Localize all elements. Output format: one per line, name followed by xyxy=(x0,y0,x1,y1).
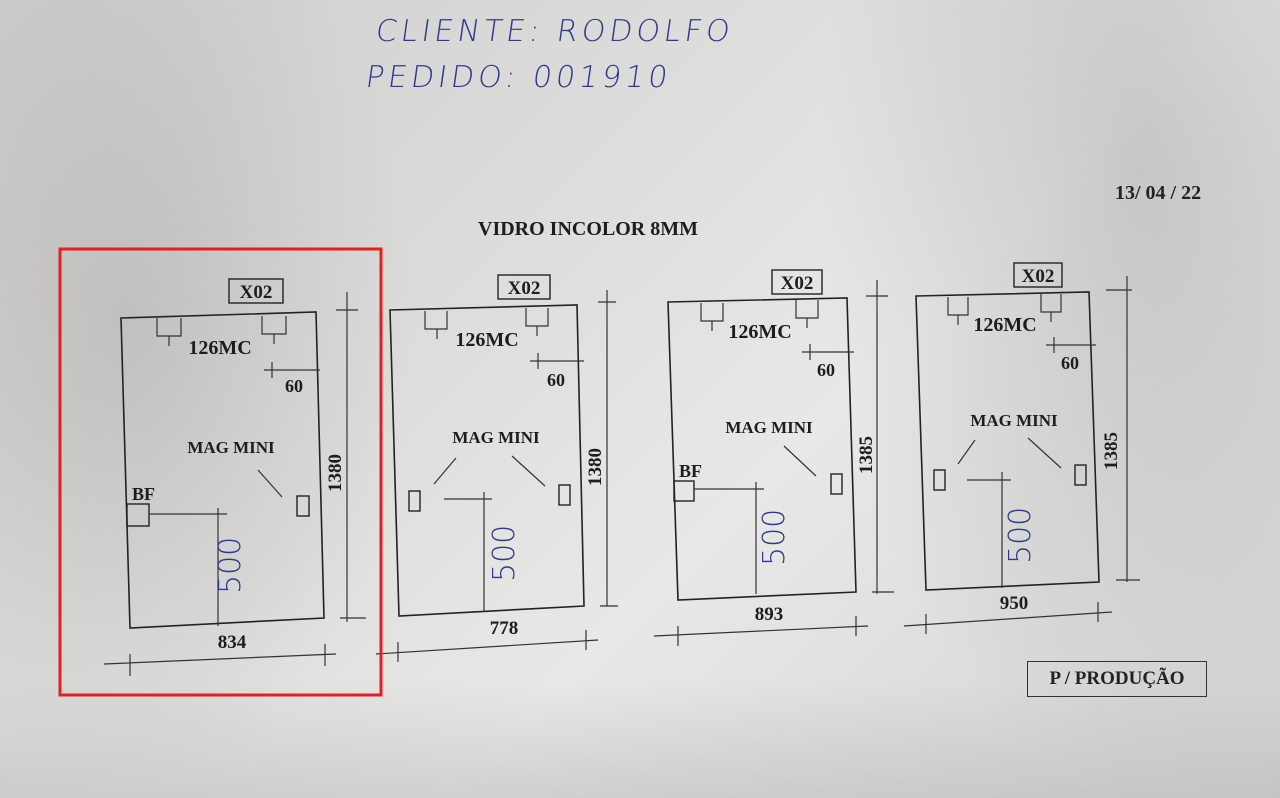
partition-lines xyxy=(444,492,492,612)
partition-lines xyxy=(149,508,227,626)
side-box xyxy=(126,503,150,527)
panel-code: X02 xyxy=(781,273,814,294)
width-label: 778 xyxy=(490,618,519,639)
inner-height-handwritten: 500 xyxy=(213,537,248,594)
offset-label: 60 xyxy=(1061,353,1079,373)
width-dimension-line xyxy=(653,616,869,646)
inner-height-handwritten: 500 xyxy=(757,509,792,566)
panel-drawing-3[interactable]: X02 126MC 60 MAG MINI BF 500 1385 893 xyxy=(653,269,894,646)
hinge-icon xyxy=(700,303,724,331)
panel-code: X02 xyxy=(240,282,273,303)
code-box xyxy=(771,269,823,295)
panel-drawing-2[interactable]: X02 126MC 60 MAG MINI 500 1380 778 xyxy=(375,274,618,662)
offset-marker xyxy=(264,362,320,378)
hinge-icon xyxy=(1040,294,1062,322)
lock-icon xyxy=(830,473,843,495)
code-box xyxy=(1013,262,1063,288)
width-label: 950 xyxy=(1000,593,1029,614)
offset-label: 60 xyxy=(547,370,565,390)
height-label: 1380 xyxy=(325,454,346,492)
code-box xyxy=(497,274,551,300)
side-label: BF xyxy=(132,484,155,504)
production-stamp-text: P / PRODUÇÃO xyxy=(1049,668,1185,689)
lock-label: MAG MINI xyxy=(725,418,813,437)
hinge-label: 126MC xyxy=(455,329,518,351)
offset-label: 60 xyxy=(285,376,303,396)
offset-label: 60 xyxy=(817,360,835,380)
offset-marker xyxy=(1046,337,1096,353)
glass-outline xyxy=(915,291,1100,591)
hinge-label: 126MC xyxy=(188,337,251,359)
code-box xyxy=(228,278,284,304)
height-label: 1380 xyxy=(585,448,606,486)
inner-height-handwritten: 500 xyxy=(487,525,522,582)
panel-drawing-4[interactable]: X02 126MC 60 MAG MINI 500 1385 950 xyxy=(903,262,1140,634)
leader-line xyxy=(783,445,817,477)
lock-icon xyxy=(296,495,310,517)
lock-label: MAG MINI xyxy=(187,438,275,457)
hinge-icon xyxy=(525,308,549,336)
height-dimension-line xyxy=(336,292,366,622)
lock-icon xyxy=(558,484,571,506)
partition-lines xyxy=(967,472,1011,588)
lock-label: MAG MINI xyxy=(970,411,1058,430)
offset-marker xyxy=(530,353,584,369)
panel-code: X02 xyxy=(508,278,541,299)
hinge-icon xyxy=(795,300,819,328)
height-dimension-line xyxy=(866,280,894,594)
leader-line xyxy=(257,469,283,498)
hinge-label: 126MC xyxy=(728,321,791,343)
width-label: 834 xyxy=(218,632,247,653)
lock-icon xyxy=(408,490,421,512)
height-label: 1385 xyxy=(1101,432,1122,470)
panel-drawing-1[interactable]: X02 126MC 60 MAG MINI BF 500 1380 834 xyxy=(103,278,366,676)
lock-icon xyxy=(933,469,946,491)
width-label: 893 xyxy=(755,604,784,625)
hinge-icon xyxy=(156,318,182,346)
document-title: VIDRO INCOLOR 8MM xyxy=(478,218,698,240)
leader-line xyxy=(957,437,1062,469)
hinge-label: 126MC xyxy=(973,314,1036,336)
height-dimension-line xyxy=(598,290,618,607)
panel-code: X02 xyxy=(1022,266,1055,287)
leader-line xyxy=(433,455,546,487)
width-dimension-line xyxy=(375,630,599,662)
production-stamp: P / PRODUÇÃO xyxy=(1027,661,1207,697)
hinge-icon xyxy=(947,297,969,325)
lock-label: MAG MINI xyxy=(452,428,540,447)
side-label: BF xyxy=(679,461,702,481)
document-date: 13/ 04 / 22 xyxy=(1115,182,1202,204)
width-dimension-line xyxy=(103,644,337,676)
width-dimension-line xyxy=(903,602,1113,634)
offset-marker xyxy=(802,344,854,360)
side-box xyxy=(673,480,695,502)
partition-lines xyxy=(694,482,764,594)
hinge-icon xyxy=(261,316,287,344)
lock-icon xyxy=(1074,464,1087,486)
height-dimension-line xyxy=(1106,276,1140,582)
inner-height-handwritten: 500 xyxy=(1003,507,1038,564)
selection-highlight xyxy=(58,247,383,697)
hinge-icon xyxy=(424,311,448,339)
height-label: 1385 xyxy=(856,436,877,474)
glass-outline xyxy=(389,304,585,617)
